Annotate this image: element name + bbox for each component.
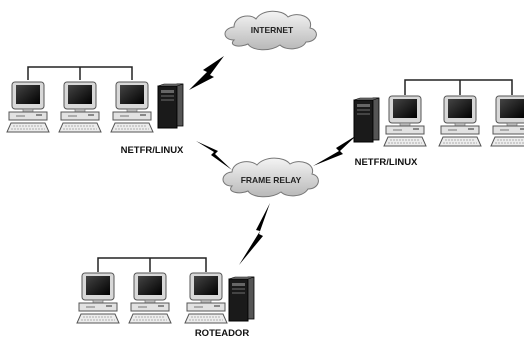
router-icon xyxy=(228,276,255,322)
node-label-right: NETFR/LINUX xyxy=(355,157,418,168)
frame-relay-label: FRAME RELAY xyxy=(241,175,302,185)
internet-label: INTERNET xyxy=(251,25,294,35)
workstation-icon xyxy=(58,81,102,133)
frame-relay-cloud: FRAME RELAY xyxy=(222,157,319,198)
workstation-icon xyxy=(490,95,524,147)
workstation-icon xyxy=(128,272,172,324)
workstation-icon xyxy=(110,81,154,133)
lan-right-bus xyxy=(404,79,513,95)
link-bottom-framerelay xyxy=(239,203,270,265)
node-label-left: NETFR/LINUX xyxy=(121,145,184,156)
server-icon xyxy=(157,83,184,129)
workstation-icon xyxy=(184,272,228,324)
internet-cloud: INTERNET xyxy=(224,10,317,51)
lan-right: NETFR/LINUX xyxy=(353,79,524,168)
link-right-framerelay xyxy=(313,135,357,166)
workstation-icon xyxy=(6,81,50,133)
link-left-framerelay xyxy=(196,141,232,170)
lan-bottom-bus xyxy=(97,257,207,272)
node-label-bottom: ROTEADOR xyxy=(195,328,250,339)
workstation-icon xyxy=(76,272,120,324)
lan-bottom: ROTEADOR xyxy=(76,257,255,339)
workstation-icon xyxy=(438,95,482,147)
server-icon xyxy=(353,97,380,143)
link-left-internet xyxy=(189,56,224,90)
workstation-icon xyxy=(383,95,427,147)
lan-left: NETFR/LINUX xyxy=(6,66,184,156)
